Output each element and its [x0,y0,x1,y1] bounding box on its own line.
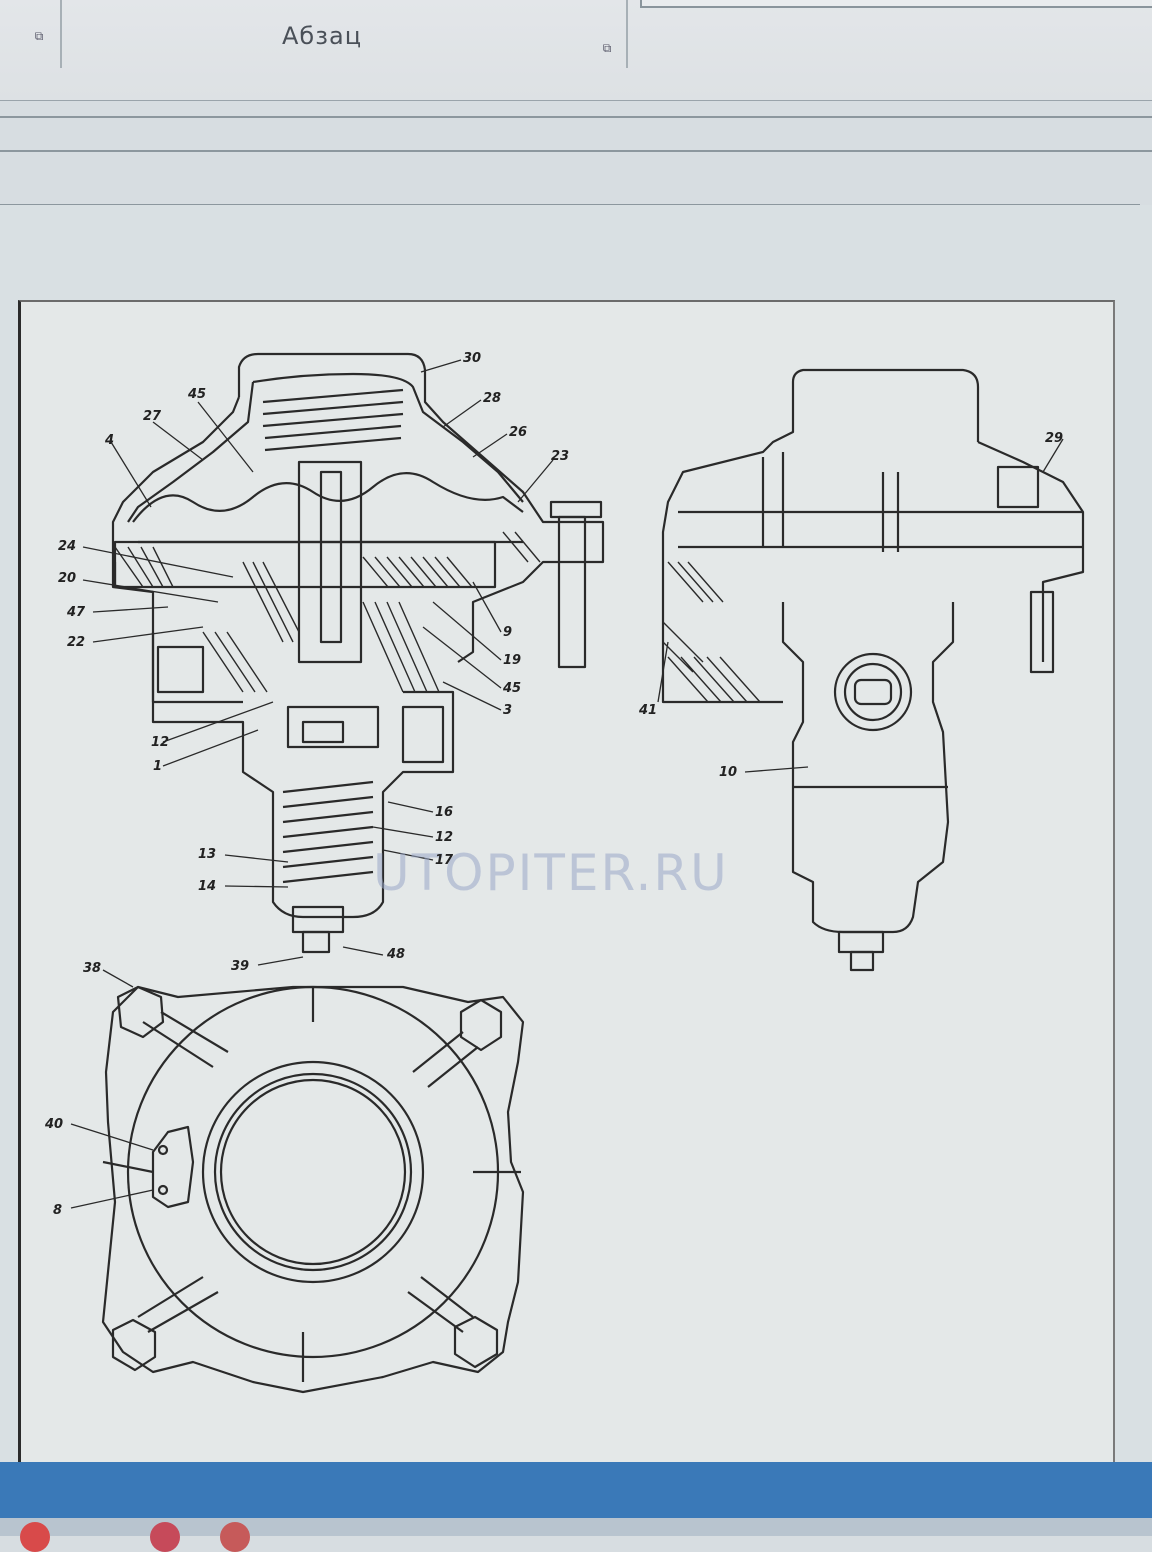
sectional-view-drawing [111,352,605,954]
callout-label: 13 [198,847,216,862]
callout-label: 27 [143,409,162,424]
callout-label: 3 [503,703,512,718]
callout-label: 16 [435,805,453,820]
taskbar [0,1518,1152,1536]
callout-label: 40 [44,1117,63,1132]
callout-label: 22 [67,635,85,650]
ruler-line [0,150,1152,152]
watermark-text: UTOPITER.RU [373,844,729,902]
paragraph-group-label: Абзац [282,22,363,50]
ruler-line [0,116,1152,118]
callout-label: 48 [386,947,405,962]
paragraph-group-launcher-icon[interactable]: ⧉ [602,41,612,55]
font-group-launcher-icon[interactable]: ⧉ [34,29,44,43]
callout-labels: 30 28 26 23 45 27 4 24 20 47 22 9 19 45 … [44,351,1063,1218]
callout-label: 45 [502,681,521,696]
callout-label: 47 [66,605,86,620]
technical-drawing-figure: UTOPITER.RU 30 28 26 23 45 27 4 24 20 47… [44,351,1085,1394]
callout-label: 38 [83,961,101,976]
callout-label: 12 [151,735,169,750]
ribbon-separator [626,0,628,68]
callout-label: 12 [435,830,453,845]
callout-label: 17 [435,853,454,868]
taskbar-app-icon[interactable] [150,1522,180,1552]
callout-label: 10 [719,765,737,780]
callout-label: 39 [231,959,249,974]
ribbon: ⧉ Абзац ⧉ [0,0,1152,101]
callout-label: 30 [463,351,481,366]
callout-label: 19 [503,653,521,668]
callout-label: 20 [58,571,76,586]
callout-label: 1 [153,759,162,774]
callout-label: 26 [509,425,527,440]
callout-label: 45 [187,387,206,402]
callout-label: 29 [1045,431,1063,446]
callout-label: 24 [58,539,76,554]
callout-label: 4 [104,433,114,448]
taskbar-app-icon[interactable] [220,1522,250,1552]
callout-label: 41 [638,703,657,718]
status-bar [0,1462,1152,1522]
callout-label: 8 [53,1203,62,1218]
taskbar-app-icon[interactable] [20,1522,50,1552]
document-page[interactable]: UTOPITER.RU 30 28 26 23 45 27 4 24 20 47… [18,300,1115,1482]
callout-label: 28 [483,391,501,406]
callout-label: 9 [503,625,512,640]
callout-label: 14 [198,879,216,894]
callout-label: 23 [551,449,569,464]
ribbon-separator [60,0,62,68]
styles-gallery-frame[interactable] [640,0,1152,8]
external-view-drawing [661,368,1085,972]
plan-view-drawing [101,985,525,1394]
